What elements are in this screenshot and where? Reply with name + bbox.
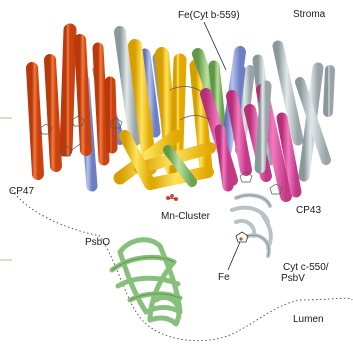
cp47-label: CP47 [9,186,34,197]
cyt-c550-label-line1: Cyt c-550/ [283,262,329,273]
psbo-label: PsbO [85,237,110,248]
cp43-label: CP43 [296,205,321,216]
cp47-helices [32,30,112,174]
stroma-label: Stroma [293,9,325,20]
fe-cyt-b559-label: Fe(Cyt b-559) [178,10,240,21]
fe-leader-line [228,242,240,270]
fe-label: Fe [218,272,230,283]
cyt-c550-heme [236,232,248,242]
mn-cluster-label: Mn-Cluster [161,211,210,222]
mn-cluster-atoms [166,194,178,201]
cyt-c550-label-line2: PsbV [281,273,305,284]
psbo-ribbon [112,240,180,324]
lumen-label: Lumen [293,314,324,325]
